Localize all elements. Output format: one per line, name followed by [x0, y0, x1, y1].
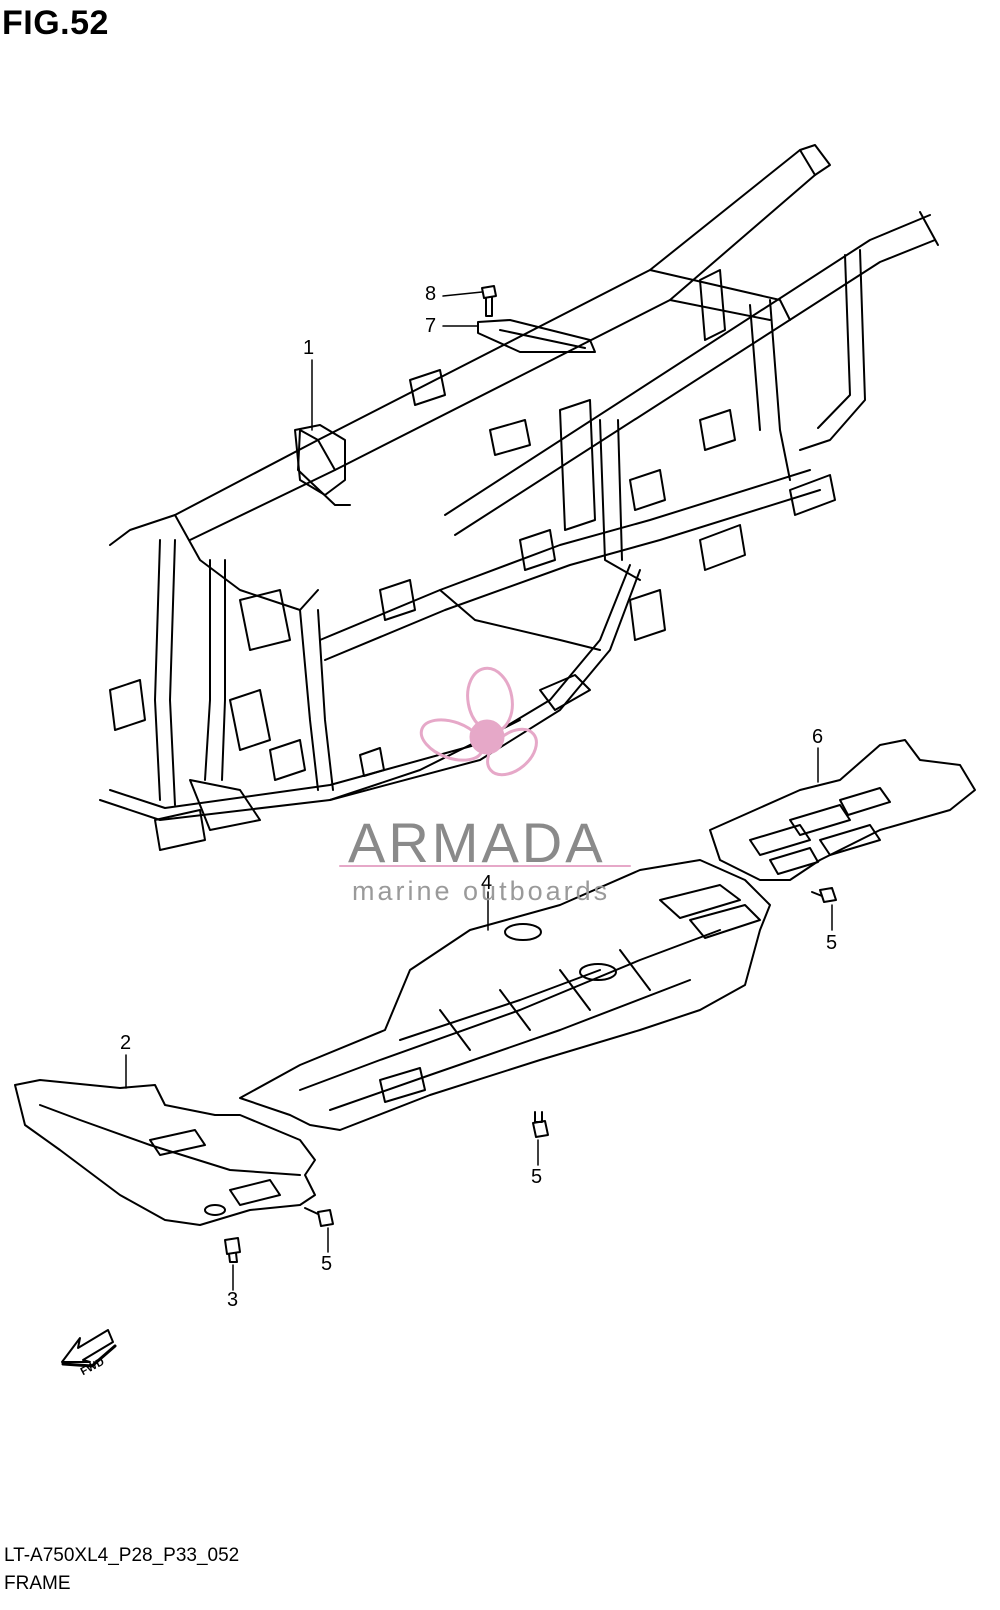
watermark-tagline: marine outboards	[352, 876, 611, 906]
rear-skid-plate	[709, 739, 976, 881]
watermark-brand: ARMADA	[348, 811, 606, 874]
fwd-arrow-icon	[61, 1329, 117, 1368]
leader-lines	[125, 291, 833, 1291]
callout-7: 7	[425, 315, 437, 337]
callout-5b: 5	[531, 1166, 543, 1188]
callout-6: 6	[812, 726, 824, 748]
bolt-part-3	[224, 1237, 241, 1263]
figure-title: FIG.52	[2, 4, 109, 42]
center-skid-plate	[239, 859, 771, 1131]
armada-logo-icon	[339, 666, 631, 867]
bolt-part-5b	[532, 1111, 549, 1138]
drawing-name: FRAME	[4, 1573, 71, 1594]
main-frame-part	[99, 144, 939, 851]
drawing-code: LT-A750XL4_P28_P33_052	[4, 1545, 240, 1566]
callout-1: 1	[303, 337, 315, 359]
bolt-part-5a	[811, 887, 837, 903]
callout-2: 2	[120, 1032, 132, 1054]
callout-4: 4	[481, 872, 493, 894]
callout-5c: 5	[321, 1253, 333, 1275]
bracket-part	[477, 319, 596, 353]
bolt-part	[481, 285, 497, 317]
bolt-part-5c	[304, 1207, 334, 1227]
callout-8: 8	[425, 283, 437, 305]
front-skid-plate	[14, 1079, 316, 1226]
callout-3: 3	[227, 1289, 239, 1311]
callout-5a: 5	[826, 932, 838, 954]
